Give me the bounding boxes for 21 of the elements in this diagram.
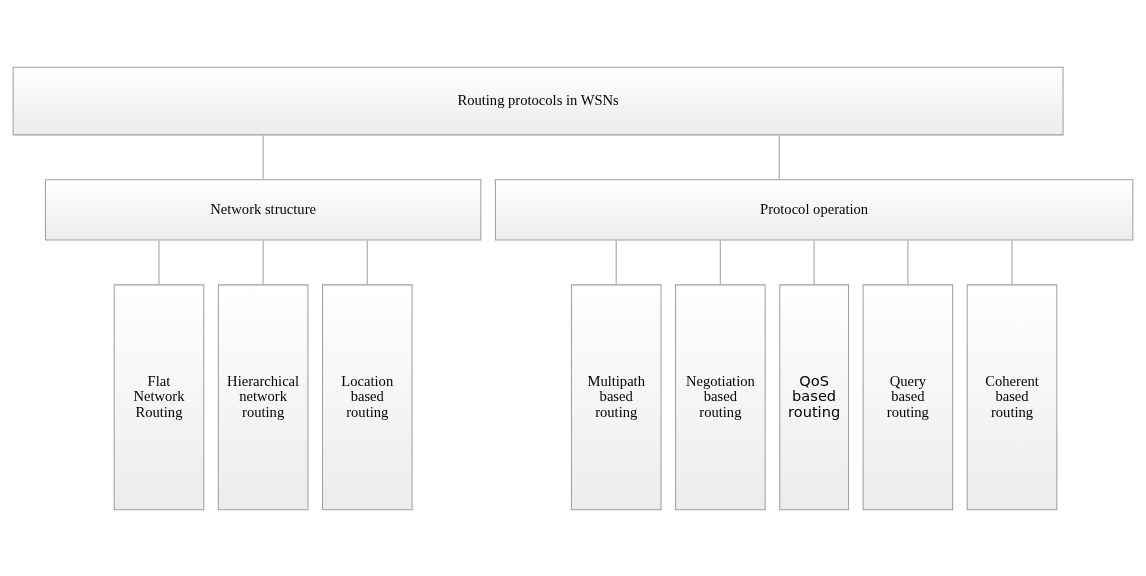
node-box: Multipath based routing (570, 283, 662, 510)
node-box: QoS based routing (779, 283, 849, 510)
node-box: Negotiation based routing (675, 283, 766, 510)
connector (366, 239, 368, 285)
connector (158, 239, 160, 285)
node-box: Routing protocols in WSNs (12, 66, 1064, 135)
node-box: Flat Network Routing (113, 283, 205, 510)
node-box: Network structure (44, 178, 482, 241)
connector (262, 134, 264, 180)
node-box: Query based routing (862, 283, 954, 510)
connector (778, 134, 780, 180)
node-box: Protocol operation (494, 178, 1134, 241)
connector (719, 239, 721, 285)
connector (615, 239, 617, 285)
node-box: Hierarchical network routing (217, 283, 309, 510)
node-box: Location based routing (322, 283, 413, 510)
connector (813, 239, 815, 285)
connector (262, 239, 264, 285)
connector (907, 239, 909, 285)
node-box: Coherent based routing (966, 283, 1058, 510)
connector (1011, 239, 1013, 285)
